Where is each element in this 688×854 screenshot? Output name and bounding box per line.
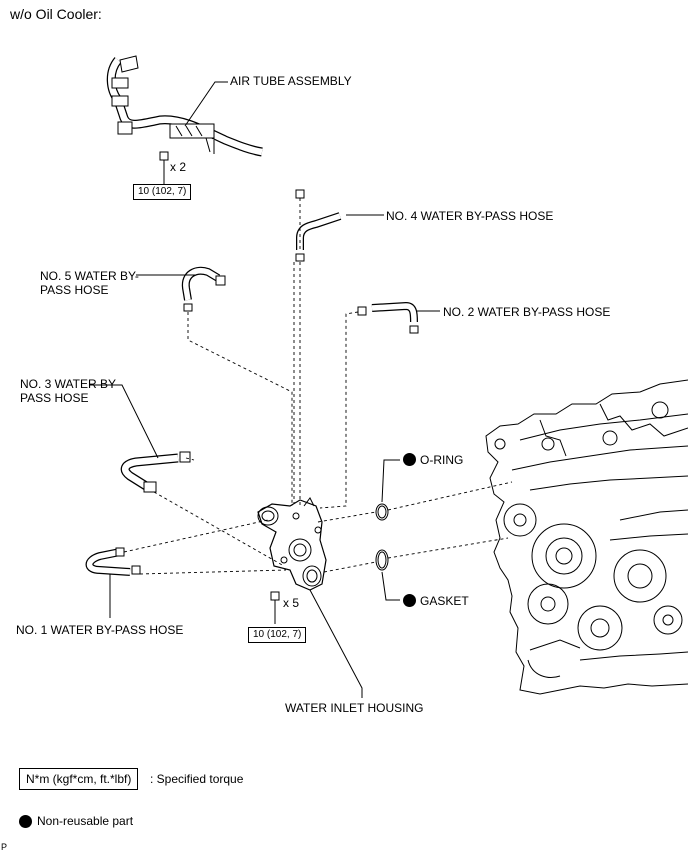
gasket-shape [375, 549, 389, 571]
water-inlet-housing [257, 497, 327, 591]
label-no4-hose: NO. 4 WATER BY-PASS HOSE [386, 209, 554, 223]
non-reusable-marker-oring [403, 453, 416, 466]
label-o-ring: O-RING [420, 453, 464, 467]
footer-code: P [1, 842, 8, 852]
air-tube-assembly [106, 55, 263, 157]
legend-non-reusable-description: Non-reusable part [37, 814, 134, 828]
label-gasket: GASKET [420, 594, 469, 608]
o-ring-shape [375, 503, 389, 521]
no3-hose [120, 451, 191, 493]
label-no3-hose: NO. 3 WATER BY- PASS HOSE [20, 377, 119, 405]
no4-hose [295, 189, 342, 262]
torque-box-top: 10 (102, 7) [133, 184, 192, 200]
label-water-inlet-housing: WATER INLET HOUSING [285, 701, 424, 715]
engine-block [485, 379, 688, 695]
alignment-lines [123, 198, 513, 575]
bolt-bottom [270, 591, 280, 612]
legend-torque-unit-box: N*m (kgf*cm, ft.*lbf) [19, 768, 139, 790]
no1-hose [85, 547, 141, 576]
bolt-bottom-quantity: x 5 [283, 596, 300, 610]
label-air-tube-assembly: AIR TUBE ASSEMBLY [230, 74, 352, 88]
legend-non-reusable-marker [19, 815, 32, 828]
diagram-variant-title: w/o Oil Cooler: [10, 6, 102, 22]
legend-torque-description: : Specified torque [150, 772, 244, 786]
bolt-top [159, 151, 169, 170]
no5-hose [181, 266, 226, 312]
torque-box-bottom: 10 (102, 7) [248, 627, 307, 643]
air-tube-leader [184, 81, 228, 127]
label-no5-hose: NO. 5 WATER BY- PASS HOSE [40, 269, 139, 297]
label-no2-hose: NO. 2 WATER BY-PASS HOSE [443, 305, 611, 319]
non-reusable-marker-gasket [403, 594, 416, 607]
bolt-top-quantity: x 2 [170, 160, 187, 174]
no2-hose [357, 301, 419, 334]
label-no1-hose: NO. 1 WATER BY-PASS HOSE [16, 623, 184, 637]
